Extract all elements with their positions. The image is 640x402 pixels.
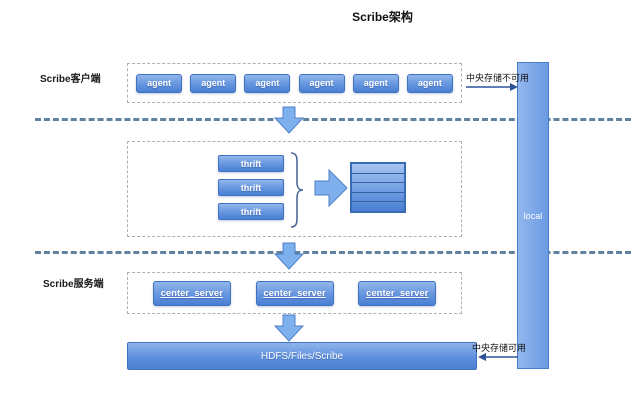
page-title: Scribe架构 [352,10,413,24]
client-server-separator [35,118,631,121]
queue-stripe [352,202,404,211]
thrift-node: thrift [218,155,284,172]
down-arrow-icon [273,242,305,270]
queue-stripe [352,183,404,193]
queue-stripe [352,193,404,203]
queue-stripe [352,164,404,174]
hdfs-storage-node: HDFS/Files/Scribe [127,342,477,370]
central-storage-available-label: 中央存储可用 [472,343,527,353]
client-section-label: Scribe客户端 [40,74,101,85]
agent-node: agent [406,73,453,93]
center-servers-container: center_server center_server center_serve… [127,272,462,314]
down-arrow-icon [273,314,305,342]
center-server-node: center_server [255,280,334,306]
thrift-node: thrift [218,179,284,196]
right-arrow-icon [314,168,348,212]
thrift-container: thrift thrift thrift [127,141,462,237]
arrow-to-hdfs-icon [478,352,518,362]
queue-stripe [352,174,404,184]
server-section-label: Scribe服务端 [43,279,104,290]
center-server-node: center_server [152,280,231,306]
agent-node: agent [352,73,399,93]
agent-node: agent [136,73,183,93]
middle-server-separator [35,251,631,254]
down-arrow-icon [273,106,305,134]
agent-node: agent [298,73,345,93]
agent-node: agent [190,73,237,93]
thrift-node: thrift [218,203,284,220]
agent-node: agent [244,73,291,93]
central-storage-unavailable-label: 中央存储不可用 [466,73,530,83]
brace-icon [289,152,305,233]
agents-container: agent agent agent agent agent agent [127,63,462,103]
center-server-node: center_server [358,280,437,306]
local-storage-node: local [517,62,549,369]
arrow-to-local-icon [466,82,518,92]
message-queue-icon [350,162,406,213]
